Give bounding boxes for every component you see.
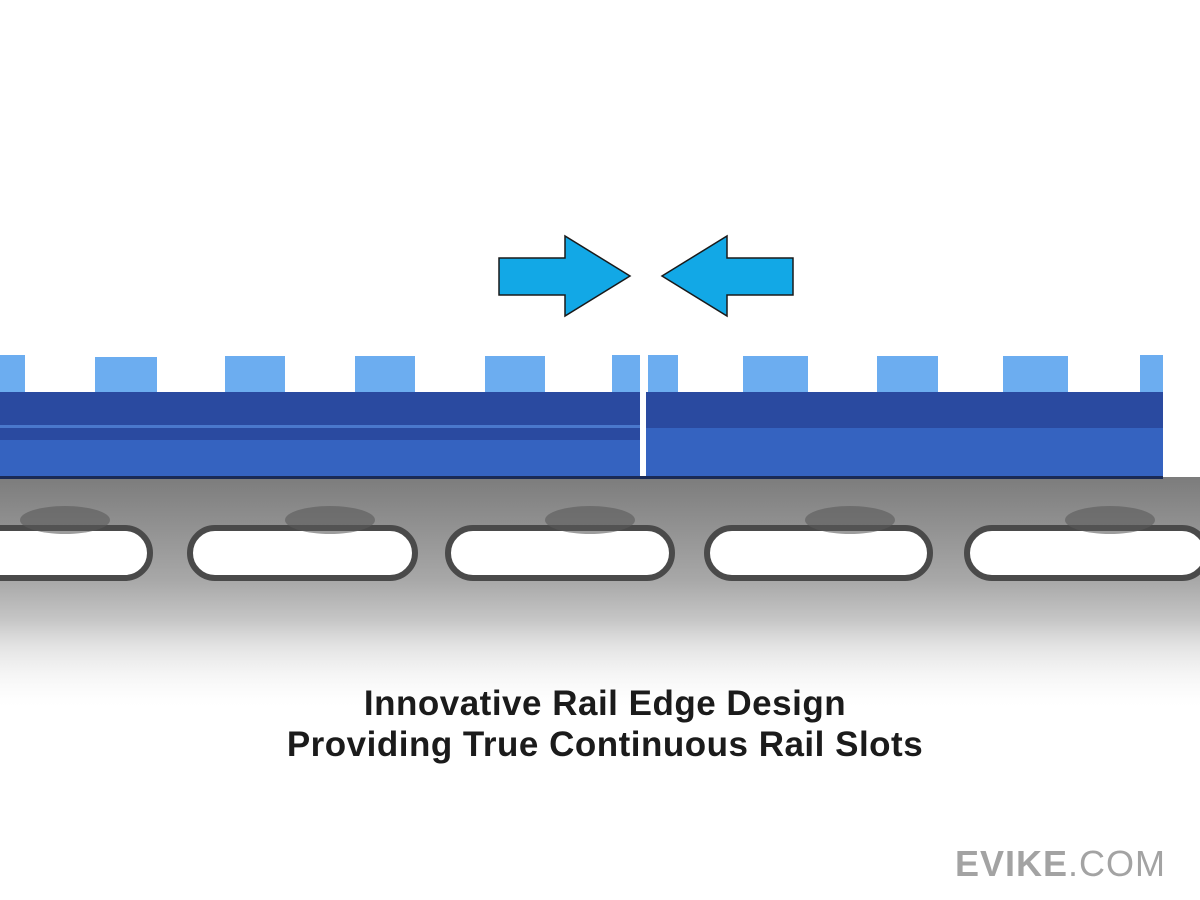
caption-line-1: Innovative Rail Edge Design — [363, 684, 847, 723]
arrow-right-icon — [498, 234, 632, 318]
logo-brand: EVIKE — [954, 843, 1068, 884]
logo-suffix: .COM — [1068, 843, 1166, 884]
arrow-left-icon — [660, 234, 794, 318]
caption-line-2: Providing True Continuous Rail Slots — [286, 725, 924, 764]
rail-right — [646, 355, 1163, 478]
evike-logo: EVIKE.COM — [955, 843, 1166, 885]
rail-left — [0, 355, 640, 478]
